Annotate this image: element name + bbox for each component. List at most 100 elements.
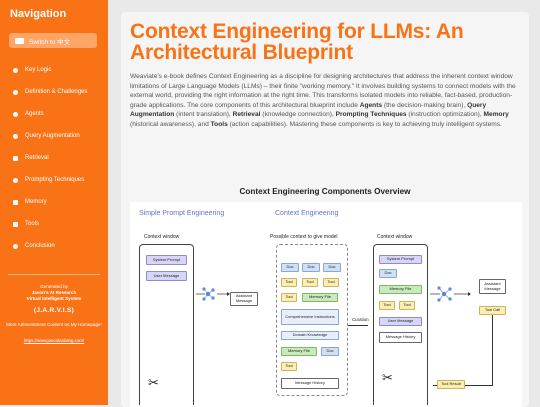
- jarvis-label: (J.A.R.V.I.S): [33, 307, 75, 314]
- scissors-icon: ✂: [148, 375, 159, 390]
- system-prompt-box: System Prompt: [146, 255, 187, 265]
- user-message-box: User Message: [146, 271, 187, 281]
- nav-item-label: Retrieval: [25, 155, 49, 161]
- assistant-message-box: Assistant Message: [230, 292, 258, 306]
- spacer: [433, 274, 434, 385]
- doc-box: Doc: [281, 263, 299, 272]
- doc-box: Doc: [379, 269, 397, 278]
- context-window-label-2: Context window: [377, 234, 413, 240]
- tool-call-box: Tool Call: [479, 306, 506, 315]
- nav-item-agents[interactable]: Agents: [13, 111, 44, 117]
- intro-text: (historical awareness), and: [130, 120, 211, 128]
- nav-item-label: Memory: [25, 199, 47, 205]
- intro-paragraph: Weaviate's e-book defines Context Engine…: [130, 72, 522, 130]
- term-memory: Memory: [483, 111, 509, 119]
- nav-item-conclusion[interactable]: Conclusion: [13, 243, 55, 249]
- possible-context-panel: Doc Doc Doc Tool Tool Tool Tool Memory F…: [276, 244, 348, 396]
- doc-box: Doc: [321, 347, 339, 356]
- tool-result-box: Tool Result: [437, 380, 465, 389]
- simple-context-window: System Prompt User Message ✂: [139, 244, 194, 405]
- instructions-box: Comprehensive Instructions: [281, 309, 339, 325]
- doc-box: Doc: [302, 263, 320, 272]
- nav-item-retrieval[interactable]: Retrieval: [13, 155, 49, 161]
- model-node-icon: [430, 286, 471, 302]
- generated-by: Generated by: [40, 284, 68, 289]
- term-retrieval: Retrieval: [232, 111, 261, 119]
- possible-context-label: Possible context to give model: [270, 234, 338, 240]
- nav-item-label: Agents: [25, 111, 44, 117]
- nav-item-tools[interactable]: Tools: [13, 221, 39, 227]
- system-name: Virtual Intelligent System: [26, 296, 82, 301]
- tool-box: Tool: [379, 301, 395, 310]
- system-prompt-box: System Prompt: [379, 255, 422, 264]
- curation-label: Curation: [352, 317, 369, 322]
- nav-item-label: Query Augmentation: [25, 133, 80, 139]
- message-history-box: Message History: [379, 332, 422, 343]
- intro-text: (knowledge connection),: [260, 111, 336, 119]
- nav-item-label: Prompting Techniques: [25, 177, 85, 183]
- lightbulb-icon: [13, 67, 18, 73]
- sidebar: Navigation Switch to 中文 Key Logic Defini…: [0, 0, 108, 405]
- message-history-box: Message History: [281, 378, 339, 389]
- intro-text: (intent translation),: [174, 111, 233, 119]
- tool-box: Tool: [302, 278, 318, 287]
- term-prompting: Prompting Techniques: [335, 111, 407, 119]
- nav-item-label: Conclusion: [25, 243, 55, 249]
- intro-text: (instruction optimization),: [406, 111, 484, 119]
- tool-box: Tool: [323, 278, 339, 287]
- curation-arrow: [348, 325, 368, 326]
- section-subtitle: Context Engineering Components Overview: [239, 187, 411, 196]
- nav-item-prompting[interactable]: Prompting Techniques: [13, 177, 84, 183]
- tool-box: Tool: [281, 293, 297, 302]
- intro-text: Weaviate's e-book defines Context Engine…: [130, 73, 516, 109]
- search-icon: [13, 133, 18, 139]
- nav-item-label: Key Logic: [25, 67, 52, 73]
- memory-file-box: Memory File: [379, 285, 422, 294]
- intro-text: (the decision-making brain),: [382, 101, 468, 109]
- switch-language-label: Switch to 中文: [29, 38, 71, 46]
- chat-icon: [13, 177, 18, 183]
- nav-item-definition[interactable]: Definition & Challenges: [13, 89, 87, 95]
- components-diagram: Simple Prompt Engineering Context Engine…: [130, 202, 522, 407]
- language-icon: [15, 37, 24, 44]
- scissors-icon: ✂: [382, 370, 393, 385]
- assistant-message-box: Assistant Message: [479, 279, 506, 294]
- simple-prompt-title: Simple Prompt Engineering: [139, 210, 225, 217]
- curated-context-window: System Prompt Doc Memory File Tool Tool …: [373, 244, 428, 405]
- switch-language-button[interactable]: Switch to 中文: [9, 33, 97, 48]
- research-name: Jason's AI Research: [31, 290, 77, 295]
- tool-box: Tool: [281, 278, 297, 287]
- intro-text: (action capabilities). Mastering these c…: [227, 120, 502, 128]
- context-engineering-title: Context Engineering: [275, 210, 339, 217]
- doc-box: Doc: [323, 263, 341, 272]
- term-query-augmentation: Query Augmentation: [130, 101, 487, 119]
- memory-icon: [13, 199, 18, 205]
- nav-item-memory[interactable]: Memory: [13, 199, 47, 205]
- domain-knowledge-box: Domain Knowledge: [281, 331, 339, 340]
- main-content: Context Engineering for LLMs: An Archite…: [121, 12, 529, 407]
- term-agents: Agents: [359, 101, 383, 109]
- tools-icon: [13, 221, 18, 227]
- tool-box: Tool: [399, 301, 415, 310]
- tool-box: Tool: [281, 362, 297, 371]
- context-window-label: Context window: [144, 234, 180, 240]
- page-title: Context Engineering for LLMs: An Archite…: [130, 20, 464, 64]
- homepage-link[interactable]: https://www.jasontanliang.com/: [23, 338, 85, 343]
- book-icon: [13, 155, 18, 161]
- nav-title: Navigation: [10, 8, 67, 20]
- sidebar-divider: [8, 274, 100, 275]
- nav-item-label: Tools: [25, 221, 40, 227]
- user-message-box: User Message: [379, 317, 422, 326]
- nav-item-query-augmentation[interactable]: Query Augmentation: [13, 133, 80, 139]
- nav-item-label: Definition & Challenges: [25, 89, 88, 95]
- memory-file-box: Memory File: [281, 347, 317, 356]
- tool-loop-line: [492, 315, 493, 385]
- memory-file-box: Memory File: [302, 293, 338, 302]
- check-icon: [13, 243, 18, 249]
- model-node-icon: [196, 287, 230, 301]
- question-icon: [13, 89, 18, 95]
- term-tools: Tools: [210, 120, 228, 128]
- more-content-text: More AI/Investment Content on My Homepag…: [6, 322, 102, 327]
- nav-item-key-logic[interactable]: Key Logic: [13, 67, 51, 73]
- agent-icon: [13, 111, 18, 117]
